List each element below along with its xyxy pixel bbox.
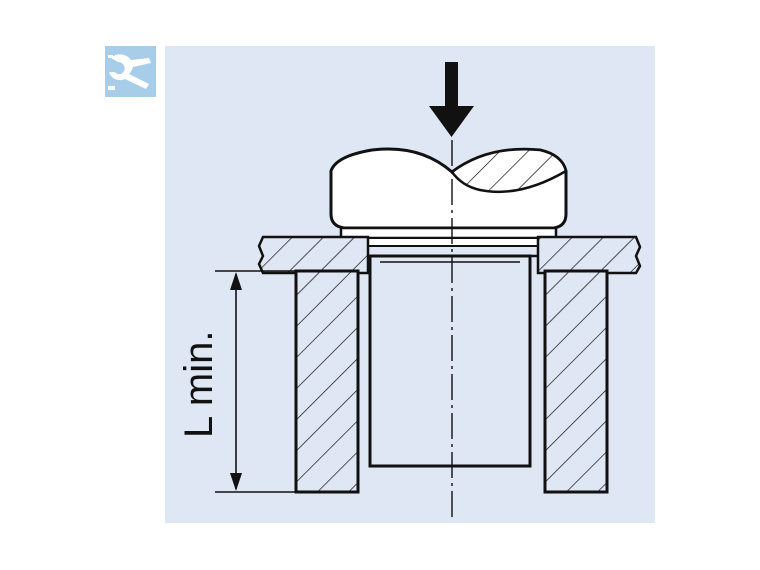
force-arrow [429, 62, 474, 137]
dimension-l-min [215, 270, 296, 493]
base-block-left [294, 269, 360, 494]
technical-drawing: L min. [165, 46, 655, 523]
wrench-icon [108, 54, 151, 90]
rivet-head [329, 147, 568, 247]
tool-badge [105, 46, 156, 97]
rivet-shank [368, 254, 532, 468]
top-plate [257, 235, 642, 275]
dimension-label: L min. [177, 331, 221, 438]
base-block-right [543, 269, 609, 494]
